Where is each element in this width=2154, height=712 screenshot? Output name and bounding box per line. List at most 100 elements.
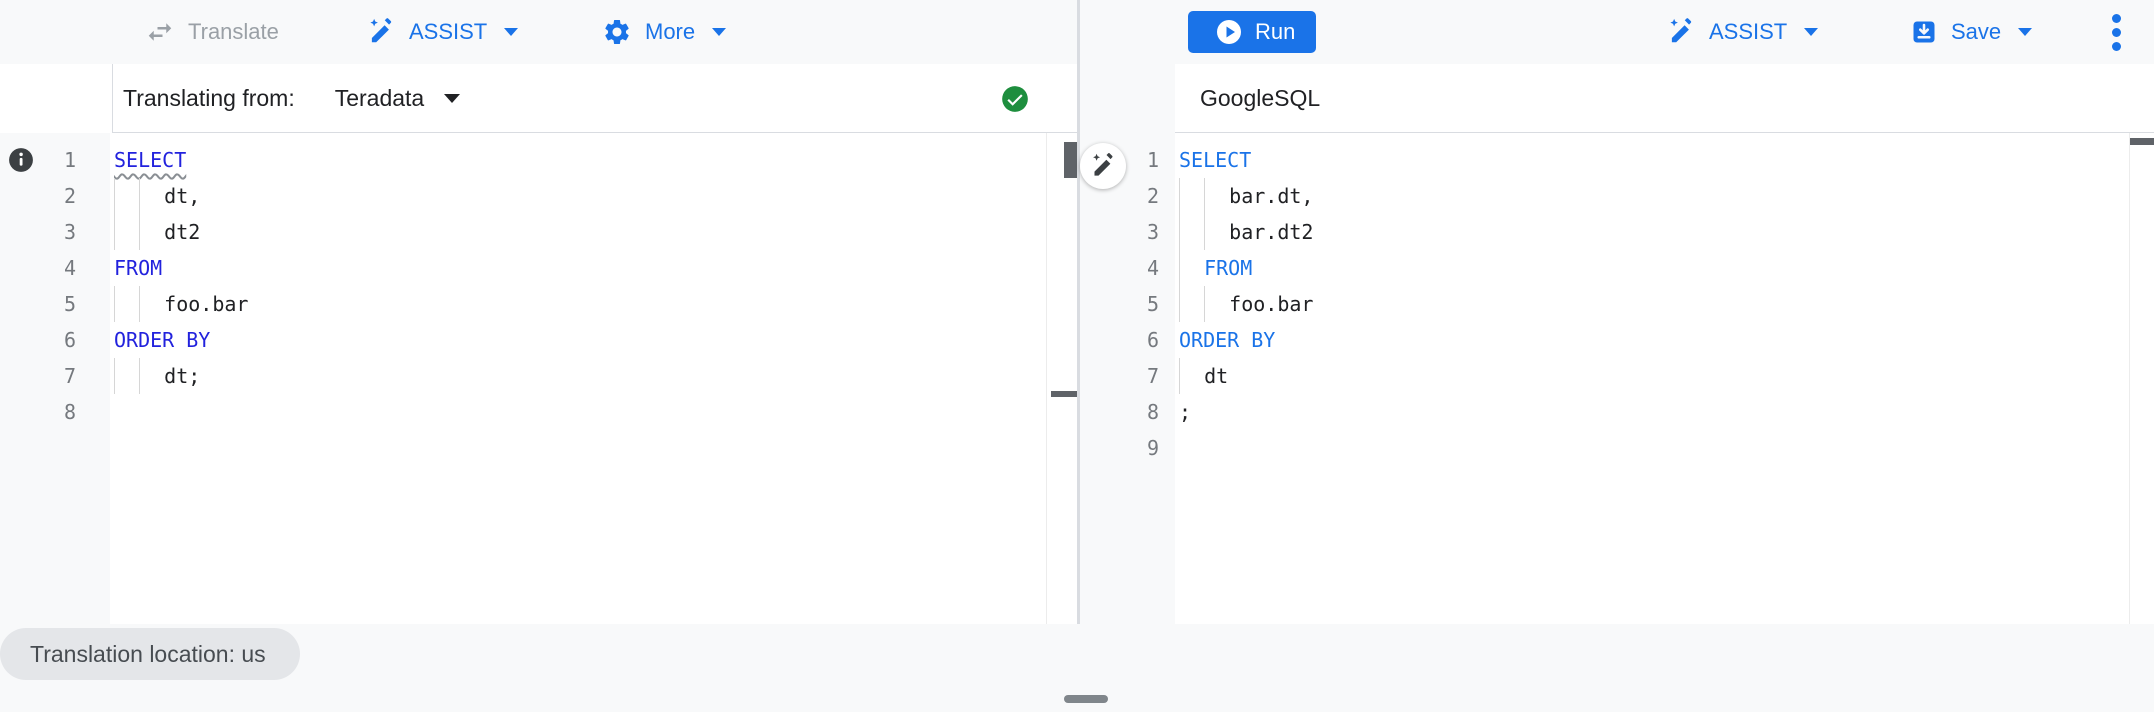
code-line <box>1175 430 2130 466</box>
indent-guide <box>139 178 164 214</box>
indent-guide <box>1179 178 1204 214</box>
translating-from-label: Translating from: <box>123 84 295 111</box>
assist-right-label: ASSIST <box>1709 19 1788 44</box>
chevron-down-icon <box>1804 28 1819 36</box>
indent-guide <box>1179 250 1204 286</box>
indent-guide <box>1179 286 1204 322</box>
code-line: SELECT <box>110 142 1047 178</box>
panel-resize-handle[interactable] <box>1064 695 1108 703</box>
code-line: bar.dt2 <box>1175 214 2130 250</box>
line-number: 6 <box>63 328 76 352</box>
sql-text: dt2 <box>164 220 201 244</box>
target-dialect-label: GoogleSQL <box>1200 85 1321 111</box>
line-number: 4 <box>63 256 76 280</box>
code-line: SELECT <box>1175 142 2130 178</box>
code-line: foo.bar <box>110 286 1047 322</box>
chevron-down-icon <box>2018 28 2033 36</box>
chevron-down-icon <box>504 28 519 36</box>
source-dialect-value: Teradata <box>334 84 425 111</box>
magic-pen-icon <box>1666 17 1696 47</box>
source-scrollbar-thumb[interactable] <box>1064 142 1077 178</box>
code-line <box>110 394 1047 430</box>
translation-location-text: Translation location: us <box>30 640 266 667</box>
indent-guide <box>139 286 164 322</box>
indent-guide <box>1179 214 1204 250</box>
code-line: dt; <box>110 358 1047 394</box>
line-number: 4 <box>1146 256 1159 280</box>
magic-pen-icon <box>1089 152 1117 180</box>
check-circle-icon <box>1001 85 1029 113</box>
line-number: 7 <box>1146 364 1159 388</box>
sql-keyword: ORDER BY <box>114 328 211 352</box>
sql-text: dt <box>1204 364 1229 388</box>
footer-bar: Translation location: us <box>0 624 2154 712</box>
assist-magic-pen-floating-button[interactable] <box>1080 143 1126 189</box>
indent-guide <box>1204 178 1229 214</box>
source-pane: Translating from: Teradata 1 2 3 4 5 6 7 8 SELE… <box>0 64 1077 624</box>
code-line: foo.bar <box>1175 286 2130 322</box>
save-button[interactable]: Save <box>1910 0 2033 64</box>
target-gutter-extension <box>1080 64 1175 133</box>
run-label: Run <box>1255 19 1296 44</box>
line-number: 5 <box>63 292 76 316</box>
sql-text: dt, <box>164 184 201 208</box>
indent-guide <box>1204 286 1229 322</box>
indent-guide <box>139 214 164 250</box>
source-gutter: 1 2 3 4 5 6 7 8 <box>0 133 110 624</box>
sql-keyword: FROM <box>1204 256 1253 280</box>
more-button[interactable]: More <box>602 0 727 64</box>
info-icon[interactable] <box>8 147 34 173</box>
more-options-kebab-button[interactable] <box>2103 0 2129 64</box>
assist-right-button[interactable]: ASSIST <box>1666 0 1819 64</box>
save-icon <box>1910 18 1938 46</box>
sql-text: ; <box>1179 400 1192 424</box>
line-number: 8 <box>63 400 76 424</box>
source-scrollbar-track <box>1046 133 1047 624</box>
run-button[interactable]: Run <box>1188 11 1316 53</box>
line-number: 3 <box>63 220 76 244</box>
line-number: 1 <box>1146 148 1159 172</box>
line-number: 9 <box>1146 436 1159 460</box>
chevron-down-icon <box>712 28 727 36</box>
assist-left-button[interactable]: ASSIST <box>366 0 519 64</box>
play-circle-icon <box>1216 19 1242 45</box>
target-scrollbar-thumb[interactable] <box>2130 138 2154 145</box>
line-number: 2 <box>63 184 76 208</box>
sql-keyword: SELECT <box>1179 148 1252 172</box>
line-number: 3 <box>1146 220 1159 244</box>
line-number: 6 <box>1146 328 1159 352</box>
source-pane-header: Translating from: Teradata <box>0 64 1077 133</box>
magic-pen-icon <box>366 17 396 47</box>
source-header-inner: Translating from: Teradata <box>112 64 1077 133</box>
gear-icon <box>602 17 632 47</box>
line-number: 5 <box>1146 292 1159 316</box>
sql-text: dt; <box>164 364 201 388</box>
kebab-dot <box>2111 13 2121 23</box>
translation-location-chip: Translation location: us <box>0 628 300 680</box>
translate-button[interactable]: Translate <box>145 0 279 64</box>
indent-guide <box>114 286 139 322</box>
code-line: FROM <box>1175 250 2130 286</box>
line-number: 7 <box>63 364 76 388</box>
code-line: FROM <box>110 250 1047 286</box>
pane-divider[interactable] <box>1077 0 1080 624</box>
source-dialect-dropdown[interactable]: Teradata <box>329 84 467 113</box>
source-scrollbar-marker[interactable] <box>1051 391 1077 397</box>
source-line-numbers: 1 2 3 4 5 6 7 8 <box>0 142 110 430</box>
save-label: Save <box>1951 19 2002 44</box>
line-number: 1 <box>63 148 76 172</box>
code-line: dt, <box>110 178 1047 214</box>
target-scrollbar-track <box>2129 133 2130 624</box>
line-number: 2 <box>1146 184 1159 208</box>
translate-label: Translate <box>188 19 279 44</box>
indent-guide <box>114 214 139 250</box>
chevron-down-icon <box>444 93 461 103</box>
sql-keyword: FROM <box>114 256 163 280</box>
